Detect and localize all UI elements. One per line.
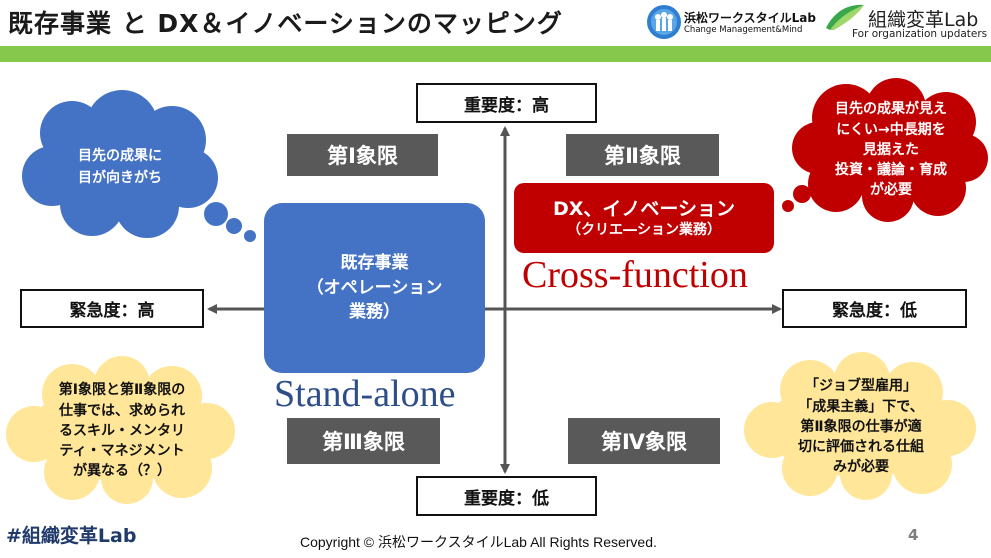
red-bubble-text: 目先の成果が見え にくい→中長期を 見据えた 投資・議論・育成 が必要 bbox=[806, 90, 976, 210]
header-accent-bar bbox=[0, 46, 991, 62]
dx-innovation-box: DX、イノベーション （クリエ―ション業務） bbox=[514, 183, 774, 253]
copyright-text: Copyright © 浜松ワークスタイルLab All Rights Rese… bbox=[300, 534, 657, 550]
stand-alone-label: Stand-alone bbox=[274, 373, 456, 415]
axis-label-importance-high: 重要度：高 bbox=[416, 83, 597, 123]
cloud-shape bbox=[22, 90, 256, 242]
logo1-name: 浜松ワークスタイルLab bbox=[684, 11, 816, 25]
blue-bubble-line: 目が向きがち bbox=[78, 170, 162, 186]
yellow-right-bubble-text: 「ジョブ型雇用」 「成果主義」下で、 第Ⅱ象限の仕事が適 切に評価される仕組 み… bbox=[761, 368, 961, 486]
logo1-subtitle: Change Management&Mind bbox=[684, 25, 803, 35]
cloud-shape bbox=[744, 352, 976, 500]
globe-people-icon bbox=[647, 5, 681, 39]
red-bubble-line: 目先の成果が見え bbox=[835, 101, 947, 118]
blue-bubble-line: 目先の成果に bbox=[78, 148, 162, 165]
yellow-left-line: 第Ⅰ象限と第Ⅱ象限の bbox=[58, 382, 186, 399]
yellow-right-line: 「成果主義」下で、 bbox=[798, 398, 924, 415]
red-bubble-line: 見据えた bbox=[863, 141, 919, 158]
yellow-left-line: るスキル・メンタリ bbox=[59, 422, 185, 439]
page-title: 既存事業 と DX＆イノベーションのマッピング bbox=[8, 9, 563, 38]
cloud-shape bbox=[6, 356, 235, 504]
existing-box-line1: 既存事業 bbox=[340, 253, 409, 274]
yellow-left-line: が異なる（？） bbox=[73, 463, 171, 480]
axis-label-urgency-low: 緊急度：低 bbox=[782, 289, 967, 328]
thought-bubble-short-term: 目先の成果に 目が向きがち bbox=[12, 88, 262, 248]
dx-box-title: DX、イノベーション bbox=[552, 197, 736, 220]
yellow-right-line: 切に評価される仕組 bbox=[798, 439, 924, 456]
page-number: 4 bbox=[908, 526, 919, 544]
hamamatsu-workstyle-logo: 浜松ワークスタイルLab Change Management&Mind bbox=[646, 2, 821, 42]
quadrant-1-label: 第Ⅰ象限 bbox=[287, 134, 438, 176]
red-bubble-line: にくい→中長期を bbox=[836, 121, 946, 138]
hashtag-label: #組織変革Lab bbox=[6, 525, 137, 547]
red-bubble-line: が必要 bbox=[870, 182, 912, 199]
red-bubble-line: 投資・議論・育成 bbox=[835, 162, 947, 179]
quadrant-2-label: 第Ⅱ象限 bbox=[566, 134, 719, 176]
logo2-name: 組織変革Lab bbox=[868, 9, 979, 31]
leaf-swoosh-icon bbox=[826, 4, 864, 30]
existing-box-line3: 業務） bbox=[349, 302, 400, 323]
yellow-right-line: みが必要 bbox=[833, 459, 889, 476]
cloud-shape bbox=[782, 78, 988, 222]
axis-label-importance-low: 重要度：低 bbox=[416, 476, 597, 516]
yellow-left-line: ティ・マネジメント bbox=[59, 443, 185, 460]
blue-bubble-text: 目先の成果に 目が向きがち bbox=[30, 118, 210, 218]
existing-business-box: 既存事業 （オペレーション 業務） bbox=[264, 203, 485, 373]
yellow-left-line: 仕事では、求められ bbox=[59, 402, 185, 419]
quadrant-3-label: 第Ⅲ象限 bbox=[287, 418, 440, 464]
thought-bubble-mid-long-term: 目先の成果が見え にくい→中長期を 見据えた 投資・議論・育成 が必要 bbox=[776, 76, 990, 226]
cross-function-label: Cross-function bbox=[522, 254, 748, 296]
existing-box-line2: （オペレーション bbox=[306, 277, 443, 298]
axis-label-urgency-high: 緊急度：高 bbox=[20, 289, 204, 328]
yellow-left-bubble-text: 第Ⅰ象限と第Ⅱ象限の 仕事では、求められ るスキル・メンタリ ティ・マネジメント… bbox=[22, 372, 222, 490]
thought-bubble-evaluation: 「ジョブ型雇用」 「成果主義」下で、 第Ⅱ象限の仕事が適 切に評価される仕組 み… bbox=[738, 352, 984, 502]
yellow-right-line: 「ジョブ型雇用」 bbox=[805, 378, 917, 395]
quadrant-4-label: 第Ⅳ象限 bbox=[568, 418, 720, 464]
logo2-subtitle: For organization updaters bbox=[852, 28, 988, 40]
yellow-right-line: 第Ⅱ象限の仕事が適 bbox=[800, 418, 922, 435]
thought-bubble-skills: 第Ⅰ象限と第Ⅱ象限の 仕事では、求められ るスキル・メンタリ ティ・マネジメント… bbox=[2, 356, 242, 506]
dx-box-subtitle: （クリエ―ション業務） bbox=[567, 222, 721, 239]
organization-lab-logo: 組織変革Lab For organization updaters bbox=[822, 2, 990, 44]
